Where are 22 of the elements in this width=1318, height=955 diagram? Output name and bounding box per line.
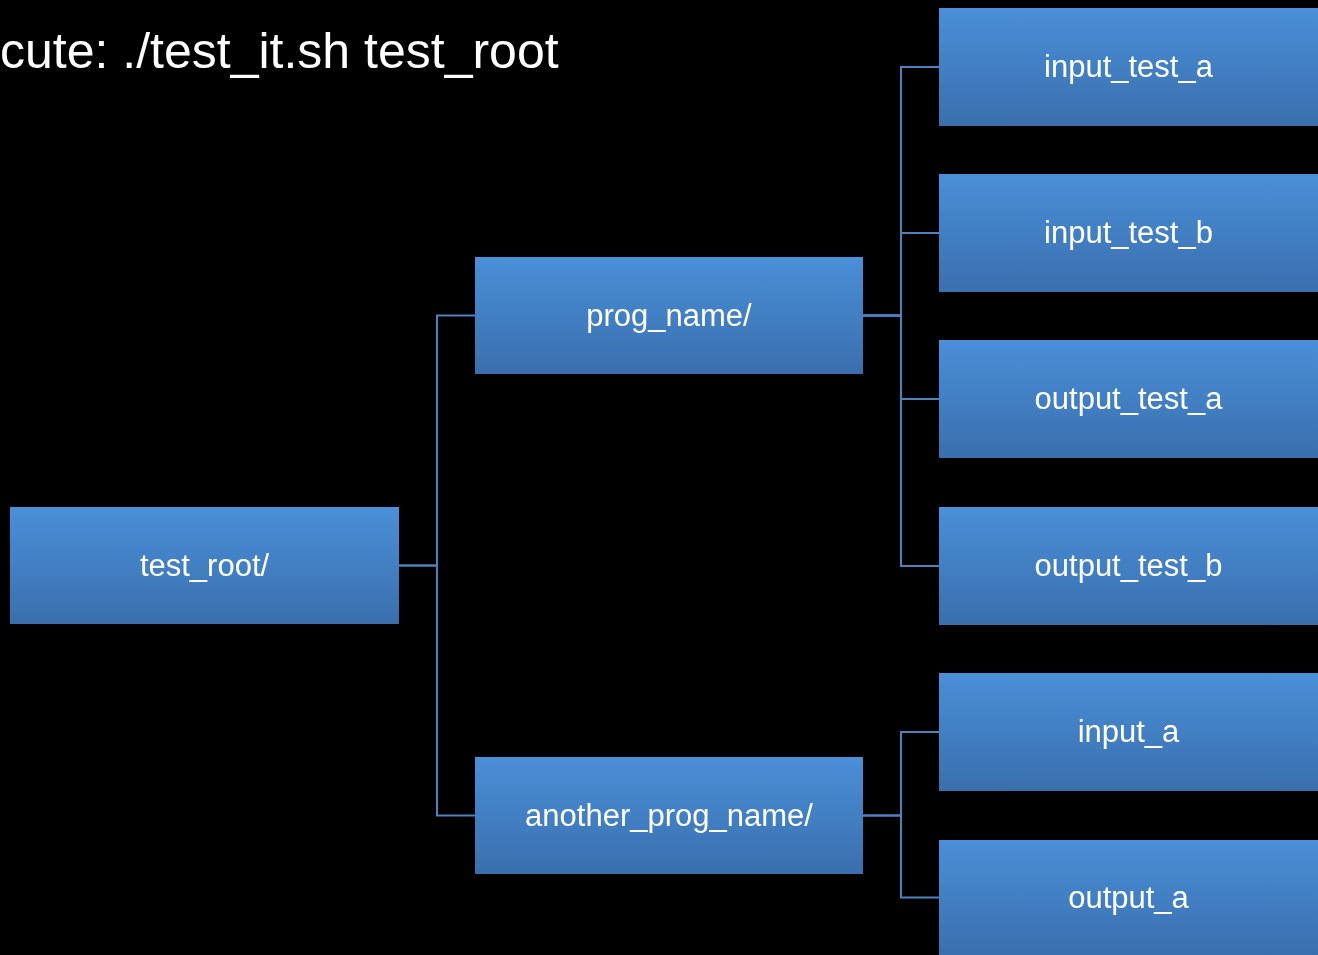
folder-box bbox=[939, 507, 1318, 625]
title: cute: ./test_it.sh test_root bbox=[0, 22, 559, 80]
folder-name: another_prog_name/ bbox=[525, 797, 813, 834]
connector-line bbox=[398, 564, 476, 817]
connector-line bbox=[862, 314, 940, 567]
folder-name: input_test_b bbox=[1044, 215, 1213, 251]
folder-name: prog_name/ bbox=[586, 297, 752, 334]
folder-box bbox=[475, 257, 863, 374]
folder-name: test_root/ bbox=[139, 547, 270, 584]
folder-box bbox=[939, 174, 1318, 292]
folder-name: output_test_a bbox=[1034, 381, 1223, 417]
connector-line bbox=[862, 814, 940, 899]
folder-name: input_test_a bbox=[1044, 49, 1213, 85]
folder-box bbox=[939, 340, 1318, 458]
folder-name: output_a bbox=[1068, 879, 1189, 916]
folder-name: output_test_b bbox=[1034, 548, 1223, 584]
folder-box bbox=[475, 757, 863, 874]
folder-box bbox=[10, 507, 399, 624]
folder-box bbox=[939, 840, 1318, 955]
folder-name: input_a bbox=[1077, 714, 1180, 750]
folder-box bbox=[939, 673, 1318, 791]
folder-box bbox=[939, 8, 1318, 126]
